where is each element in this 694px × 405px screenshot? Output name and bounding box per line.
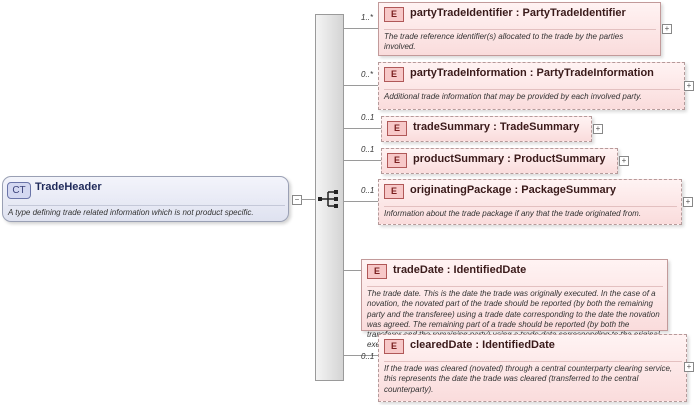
connector-line bbox=[301, 199, 315, 200]
complex-type-description: A type defining trade related informatio… bbox=[8, 205, 285, 217]
element-description: If the trade was cleared (novated) throu… bbox=[384, 361, 682, 395]
element-trade-summary[interactable]: E tradeSummary : TradeSummary bbox=[381, 116, 592, 142]
sequence-icon bbox=[318, 190, 338, 208]
branch-line bbox=[344, 201, 378, 202]
branch-line bbox=[344, 160, 381, 161]
element-icon: E bbox=[387, 153, 407, 168]
element-icon: E bbox=[384, 339, 404, 354]
element-title: clearedDate : IdentifiedDate bbox=[410, 339, 555, 351]
complex-type-icon: CT bbox=[7, 182, 31, 199]
collapse-icon[interactable]: − bbox=[292, 195, 302, 205]
expand-icon[interactable]: + bbox=[593, 124, 603, 134]
expand-icon[interactable]: + bbox=[619, 156, 629, 166]
expand-icon[interactable]: + bbox=[684, 362, 694, 372]
element-cleared-date[interactable]: E clearedDate : IdentifiedDate If the tr… bbox=[378, 334, 687, 402]
cardinality-label: 0..1 bbox=[361, 113, 375, 122]
cardinality-label: 0..1 bbox=[361, 145, 375, 154]
complex-type-box[interactable]: CT TradeHeader A type defining trade rel… bbox=[2, 176, 289, 222]
cardinality-label: 0..1 bbox=[361, 352, 375, 361]
cardinality-label: 0..* bbox=[361, 70, 374, 79]
element-icon: E bbox=[384, 7, 404, 22]
branch-line bbox=[344, 28, 378, 29]
complex-type-name: TradeHeader bbox=[35, 181, 102, 193]
element-trade-date[interactable]: E tradeDate : IdentifiedDate The trade d… bbox=[361, 259, 668, 349]
element-icon: E bbox=[384, 67, 404, 82]
element-title: tradeDate : IdentifiedDate bbox=[393, 264, 527, 276]
element-party-trade-identifier[interactable]: E partyTradeIdentifier : PartyTradeIdent… bbox=[378, 2, 661, 56]
element-icon: E bbox=[387, 121, 407, 136]
element-title: partyTradeInformation : PartyTradeInform… bbox=[410, 67, 654, 79]
element-party-trade-information[interactable]: E partyTradeInformation : PartyTradeInfo… bbox=[378, 62, 685, 110]
element-description: Additional trade information that may be… bbox=[384, 89, 680, 102]
branch-line bbox=[344, 128, 381, 129]
branch-line bbox=[344, 85, 378, 86]
element-description: Information about the trade package if a… bbox=[384, 206, 677, 219]
element-title: partyTradeIdentifier : PartyTradeIdentif… bbox=[410, 7, 626, 19]
branch-line bbox=[344, 355, 378, 356]
element-icon: E bbox=[367, 264, 387, 279]
element-title: tradeSummary : TradeSummary bbox=[413, 121, 580, 133]
cardinality-label: 1..* bbox=[361, 13, 374, 22]
expand-icon[interactable]: + bbox=[684, 81, 694, 91]
element-originating-package[interactable]: E originatingPackage : PackageSummary In… bbox=[378, 179, 682, 225]
cardinality-label: 0..1 bbox=[361, 186, 375, 195]
expand-icon[interactable]: + bbox=[683, 197, 693, 207]
expand-icon[interactable]: + bbox=[662, 24, 672, 34]
element-title: productSummary : ProductSummary bbox=[413, 153, 606, 165]
element-title: originatingPackage : PackageSummary bbox=[410, 184, 617, 196]
branch-line bbox=[344, 270, 361, 271]
element-icon: E bbox=[384, 184, 404, 199]
sequence-compositor[interactable] bbox=[315, 14, 344, 381]
element-product-summary[interactable]: E productSummary : ProductSummary bbox=[381, 148, 618, 174]
element-description: The trade reference identifier(s) alloca… bbox=[384, 29, 656, 53]
